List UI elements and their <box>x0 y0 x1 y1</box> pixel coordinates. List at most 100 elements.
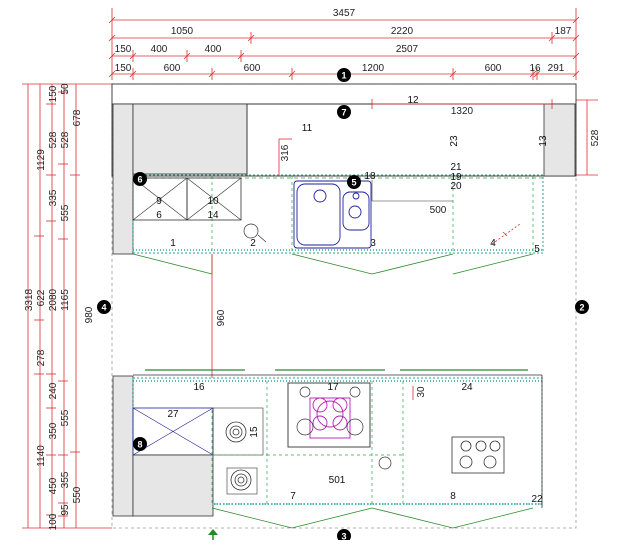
item-11: 11 <box>302 123 313 134</box>
item-3: 3 <box>370 238 376 249</box>
dim-row4-c: 600 <box>244 63 261 74</box>
tall-panel-left <box>112 103 134 255</box>
badge-5: 5 <box>351 178 356 188</box>
tall-panel-lower <box>112 375 134 517</box>
badge-1: 1 <box>341 71 346 81</box>
right-dimension <box>575 99 598 176</box>
item-10: 10 <box>207 196 219 207</box>
upper-door-swings <box>132 253 534 275</box>
dim-col3-d: 2080 <box>48 288 59 311</box>
upper-run: 316 1320 500 <box>111 83 577 275</box>
dim-col3-h: 100 <box>48 513 59 530</box>
dim-col3-a: 150 <box>48 85 59 102</box>
item-15: 15 <box>249 426 260 438</box>
soffit <box>111 83 577 105</box>
dim-row4-f: 16 <box>529 63 541 74</box>
item-20: 20 <box>450 181 462 192</box>
dim-col5-a: 678 <box>72 109 83 126</box>
top-dimension-labels: 3457 1050 2220 187 150 400 400 2507 150 … <box>115 8 572 74</box>
dim-col4-e: 980 <box>84 306 95 323</box>
item-501: 501 <box>329 475 346 486</box>
badge-8: 8 <box>137 440 142 450</box>
cooktop-right-icon <box>451 436 505 474</box>
wall-cabinet-left <box>132 103 248 175</box>
lower-door-swings <box>211 507 534 529</box>
item-13: 13 <box>538 135 549 147</box>
left-dimension-chains <box>22 83 112 529</box>
item-12: 12 <box>407 95 419 106</box>
wall-cabinet-right <box>543 103 576 177</box>
dim-col4-g: 355 <box>60 471 71 488</box>
item-27: 27 <box>167 409 179 420</box>
dim-col3-g: 450 <box>48 477 59 494</box>
dim-right-depth: 528 <box>590 129 601 146</box>
wall-cabinet-run <box>111 103 577 177</box>
item-22: 22 <box>531 494 543 505</box>
dim-row3-a: 150 <box>115 44 132 55</box>
item-9: 9 <box>156 196 162 207</box>
badges: 4 2 1 3 5 6 7 8 <box>97 68 589 543</box>
dim-col5-b: 550 <box>72 486 83 503</box>
dim-row2-a: 1050 <box>171 26 194 37</box>
dim-row3-c: 400 <box>205 44 222 55</box>
dim-col2-a: 1129 <box>36 149 47 171</box>
item-4: 4 <box>490 238 496 249</box>
dim-col2-d: 1140 <box>36 445 47 467</box>
badge-3: 3 <box>341 532 346 541</box>
dim-row3-b: 400 <box>151 44 168 55</box>
dim-col3-b: 528 <box>48 131 59 148</box>
dim-overall-length: 3318 <box>24 288 35 311</box>
badge-2: 2 <box>579 303 584 313</box>
dim-row4-d: 1200 <box>362 63 385 74</box>
dim-col4-b: 528 <box>60 131 71 148</box>
badge-7: 7 <box>341 108 346 118</box>
dim-col4-h: 95 <box>60 504 71 516</box>
item-8: 8 <box>450 491 456 502</box>
lower-run: 30 <box>112 369 543 529</box>
item-23: 23 <box>449 135 460 147</box>
dim-col4-a: 50 <box>60 83 71 95</box>
badge-4: 4 <box>101 303 106 313</box>
tall-cabinet-lower <box>132 454 214 517</box>
dim-row2-c: 187 <box>555 26 572 37</box>
item-2: 2 <box>250 238 256 249</box>
item-labels: 1 2 3 4 5 6 7 8 9 10 11 12 13 14 15 16 1… <box>156 95 549 505</box>
item-6: 6 <box>156 210 162 221</box>
dim-row2-b: 2220 <box>391 26 414 37</box>
dim-row4-e: 600 <box>485 63 502 74</box>
item-24: 24 <box>461 382 473 393</box>
dim-row4-a: 150 <box>115 63 132 74</box>
dim-col3-e: 240 <box>48 382 59 399</box>
item-7: 7 <box>290 491 296 502</box>
dim-col4-c: 555 <box>60 204 71 221</box>
hob-icon <box>309 397 351 439</box>
dim-hob-offset: 30 <box>416 386 427 398</box>
dim-col4-f: 555 <box>60 409 71 426</box>
dim-col3-f: 350 <box>48 422 59 439</box>
dim-aisle: 960 <box>216 309 227 326</box>
dim-col3-c: 335 <box>48 189 59 206</box>
top-dimension-ticks <box>108 16 580 78</box>
item-14: 14 <box>207 210 219 221</box>
item-19: 19 <box>450 172 462 183</box>
aisle-dimension: 960 <box>211 254 227 378</box>
item-1: 1 <box>170 238 176 249</box>
drawer-box-10 <box>186 177 242 221</box>
entry-arrow-icon <box>208 529 218 540</box>
dim-row3-d: 2507 <box>396 44 419 55</box>
dim-overall-width: 3457 <box>333 8 356 19</box>
dim-col2-c: 278 <box>36 349 47 366</box>
sink-icon <box>293 180 372 249</box>
item-21: 21 <box>450 162 462 173</box>
dim-col2-b: 622 <box>36 289 47 306</box>
item-17: 17 <box>327 382 339 393</box>
dim-row4-b: 600 <box>164 63 181 74</box>
dim-wall-cabinet-width: 1320 <box>451 106 474 117</box>
hob-small-icon <box>225 421 252 491</box>
dim-upper-depth: 316 <box>280 144 291 161</box>
item-16: 16 <box>193 382 205 393</box>
badge-6: 6 <box>137 175 142 185</box>
item-5: 5 <box>534 244 540 255</box>
